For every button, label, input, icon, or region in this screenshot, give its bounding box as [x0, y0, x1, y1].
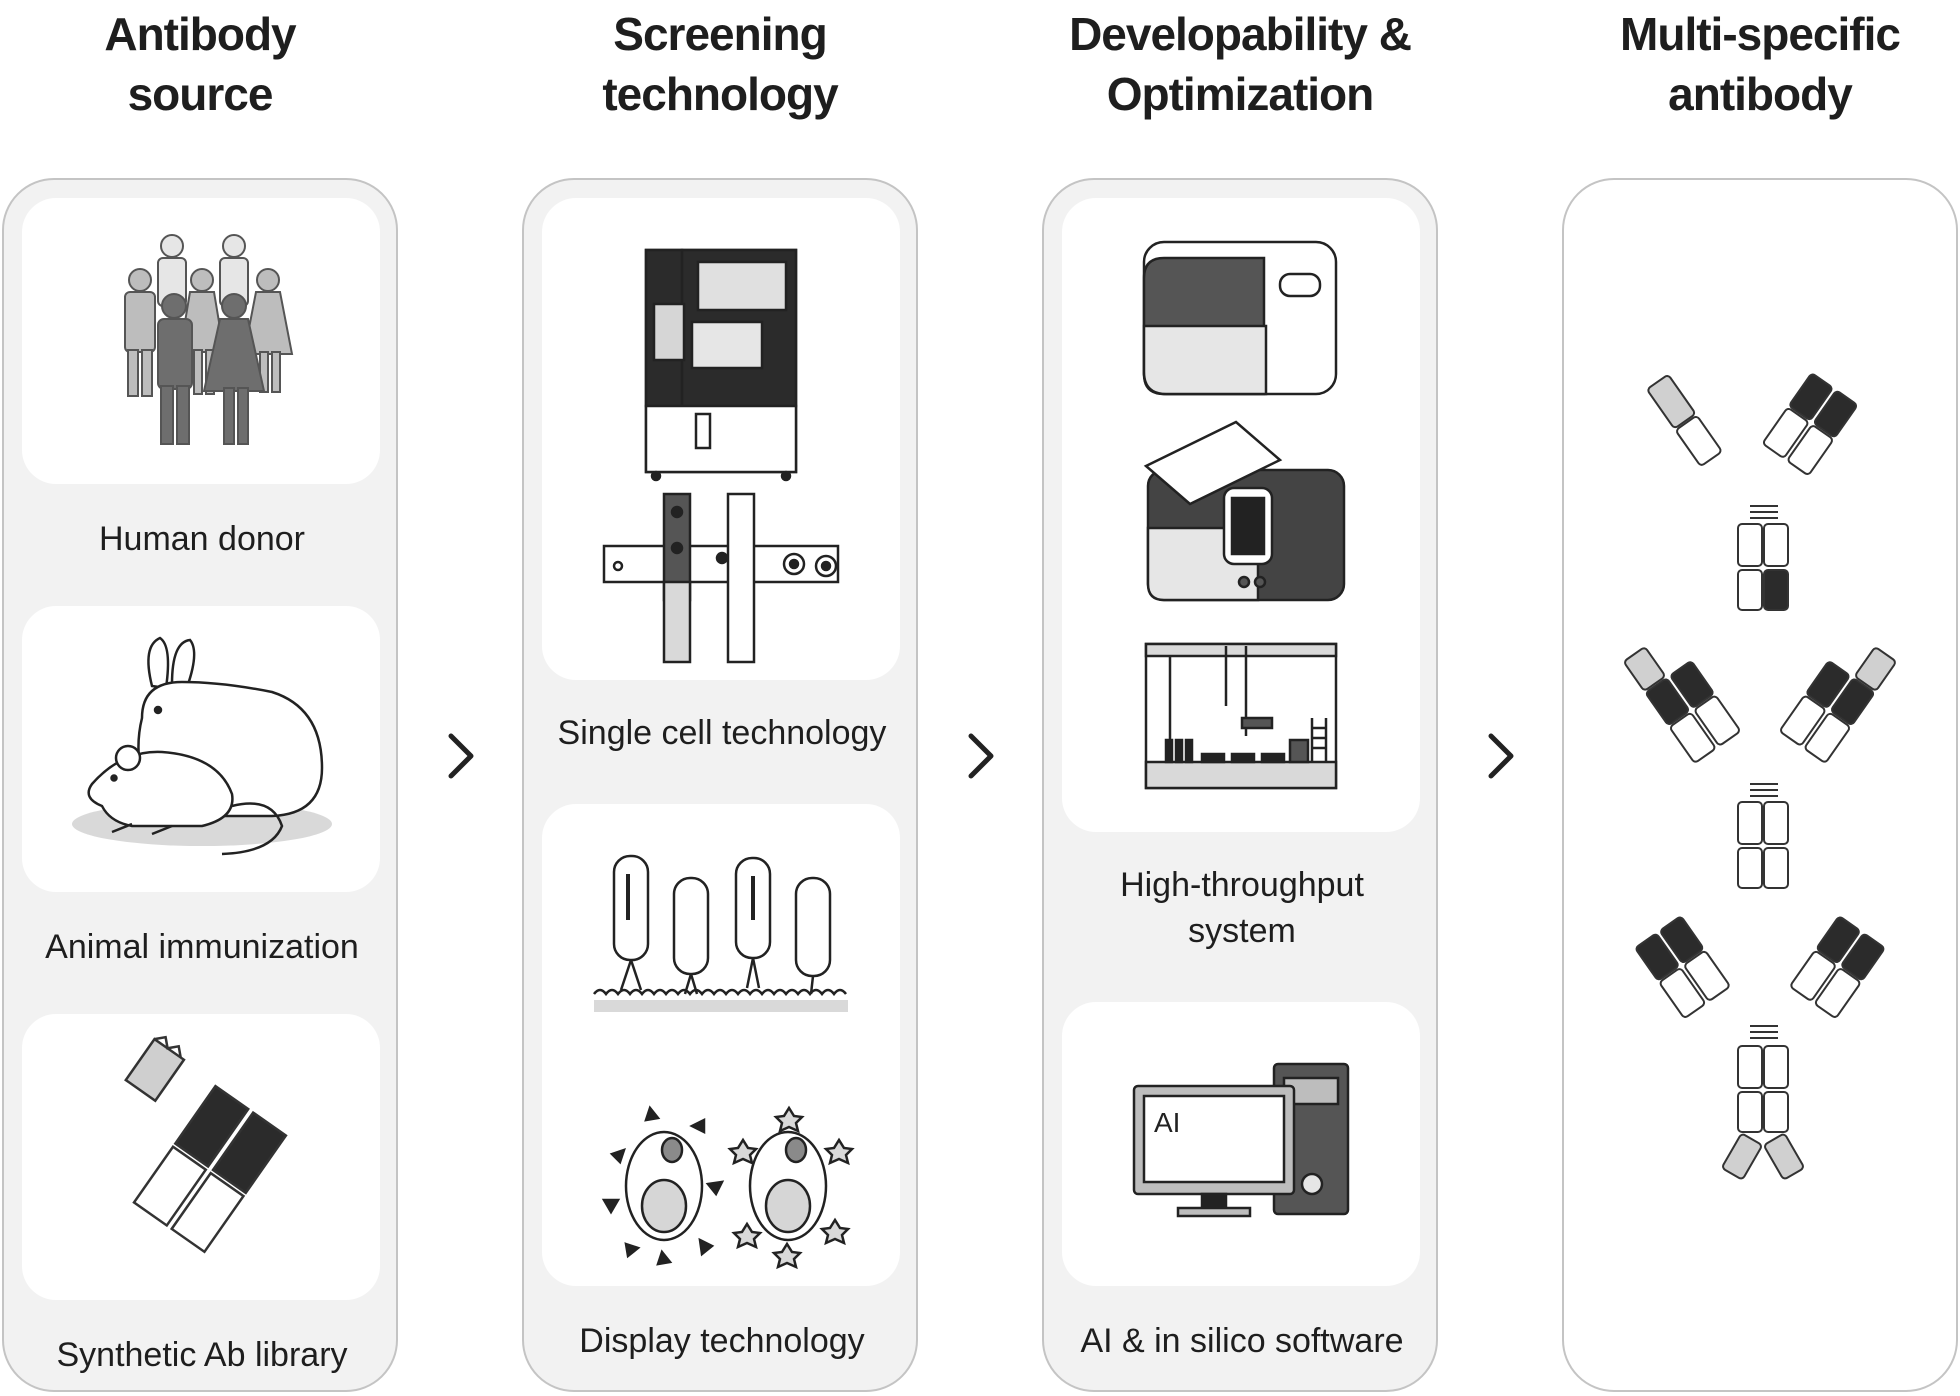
chevron-right-icon — [448, 733, 474, 779]
column-title-multispecific: Multi-specific antibody — [1620, 8, 1901, 120]
computer-workstation-icon: AI — [1132, 1062, 1350, 1218]
panel-screening-technology: Single cell technology — [522, 178, 918, 1392]
label-display-technology: Display technology — [579, 1322, 865, 1360]
card-display-technology — [542, 804, 900, 1286]
phage-yeast-display-icon — [593, 854, 855, 1270]
chevron-right-icon — [1488, 733, 1514, 779]
card-ai-software: AI — [1062, 1002, 1420, 1286]
column-title-screening-technology: Screening technology — [602, 8, 838, 120]
card-animal-immunization — [22, 606, 380, 892]
label-ai-software: AI & in silico software — [1080, 1322, 1404, 1360]
card-human-donor — [22, 198, 380, 484]
people-group-icon — [124, 234, 294, 445]
column-title-developability: Developability & Optimization — [1069, 8, 1412, 120]
antibody-molecule-icon — [1647, 373, 1858, 611]
panel-multispecific — [1562, 178, 1958, 1392]
label-synthetic-library: Synthetic Ab library — [56, 1336, 348, 1374]
antibody-molecules — [1624, 373, 1896, 1180]
antibody-fragment-icon — [124, 1035, 288, 1254]
panel-antibody-source: Human donor Animal immunization — [2, 178, 398, 1392]
card-synthetic-library — [22, 1014, 380, 1300]
lab-automation-icons — [1142, 240, 1346, 790]
label-single-cell: Single cell technology — [557, 714, 887, 752]
panel-developability: High-throughput system AI AI & in silico… — [1042, 178, 1438, 1392]
antibody-molecule-icon — [1624, 647, 1896, 889]
label-high-throughput: High-throughput system — [1120, 866, 1364, 950]
card-single-cell — [542, 198, 900, 680]
cell-sorter-instrument-icon — [602, 248, 840, 664]
label-human-donor: Human donor — [98, 520, 305, 558]
antibody-molecule-icon — [1635, 916, 1885, 1180]
rabbit-mouse-icon — [72, 636, 332, 856]
chevron-right-icon — [968, 733, 994, 779]
label-animal-immunization: Animal immunization — [45, 928, 359, 966]
card-high-throughput — [1062, 198, 1420, 832]
column-title-antibody-source: Antibody source — [104, 8, 296, 120]
monitor-text: AI — [1154, 1107, 1180, 1138]
